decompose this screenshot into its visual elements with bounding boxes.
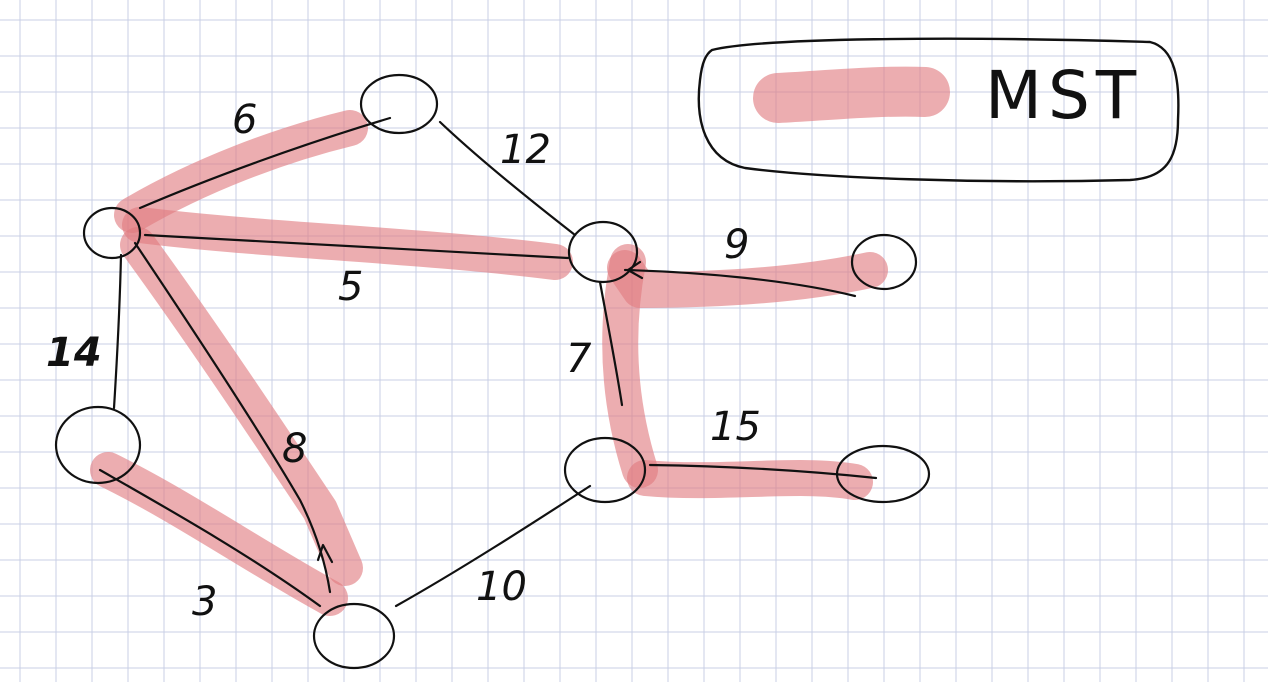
legend-highlight-swatch	[753, 66, 950, 123]
highlight-edge-D-G	[607, 250, 888, 308]
weight-label-F-D: 7	[566, 336, 592, 382]
node-C	[54, 405, 142, 485]
highlight-edge-F-D	[602, 244, 658, 488]
edge-B-D	[438, 120, 577, 237]
weight-label-A-D: 5	[338, 264, 363, 310]
edge-A-C	[112, 253, 123, 410]
highlight-edge-A-D	[122, 207, 573, 280]
highlight-edge-C-E	[90, 452, 348, 616]
node-G	[850, 233, 918, 291]
legend-box	[697, 37, 1180, 183]
node-D	[567, 220, 639, 284]
edge-A-D	[143, 233, 570, 260]
node-E	[312, 602, 396, 670]
node-F	[563, 436, 647, 504]
weight-label-A-E: 8	[282, 426, 307, 472]
weight-label-A-C: 14	[46, 330, 102, 376]
edge-A-E-arrowhead	[316, 543, 334, 564]
weight-label-C-E: 3	[192, 579, 217, 625]
weight-label-B-D: 12	[500, 127, 551, 173]
node-H	[835, 444, 931, 504]
graph-edges	[98, 116, 878, 608]
weight-label-D-G: 9	[724, 222, 749, 268]
highlight-edge-A-E	[120, 227, 363, 586]
edge-A-B	[138, 116, 392, 210]
legend-label: MST	[985, 57, 1142, 134]
edge-D-G-arrowhead	[626, 260, 644, 280]
weight-label-E-F: 10	[476, 564, 527, 610]
highlight-edge-F-H	[627, 460, 873, 500]
mst-highlights	[90, 66, 950, 616]
edge-F-D	[598, 280, 624, 407]
weight-label-A-B: 6	[232, 97, 257, 143]
edge-C-E	[98, 468, 322, 608]
graph-nodes	[54, 73, 931, 670]
edge-weight-labels: 6 5 14 8 12 3 10 9 7 15	[46, 97, 761, 625]
edge-F-H	[648, 463, 878, 480]
edge-D-G	[623, 268, 857, 298]
legend: MST	[697, 37, 1180, 183]
node-B	[359, 73, 439, 135]
node-A	[82, 206, 142, 260]
weight-label-F-H: 15	[710, 404, 761, 450]
edge-E-F	[394, 484, 592, 608]
